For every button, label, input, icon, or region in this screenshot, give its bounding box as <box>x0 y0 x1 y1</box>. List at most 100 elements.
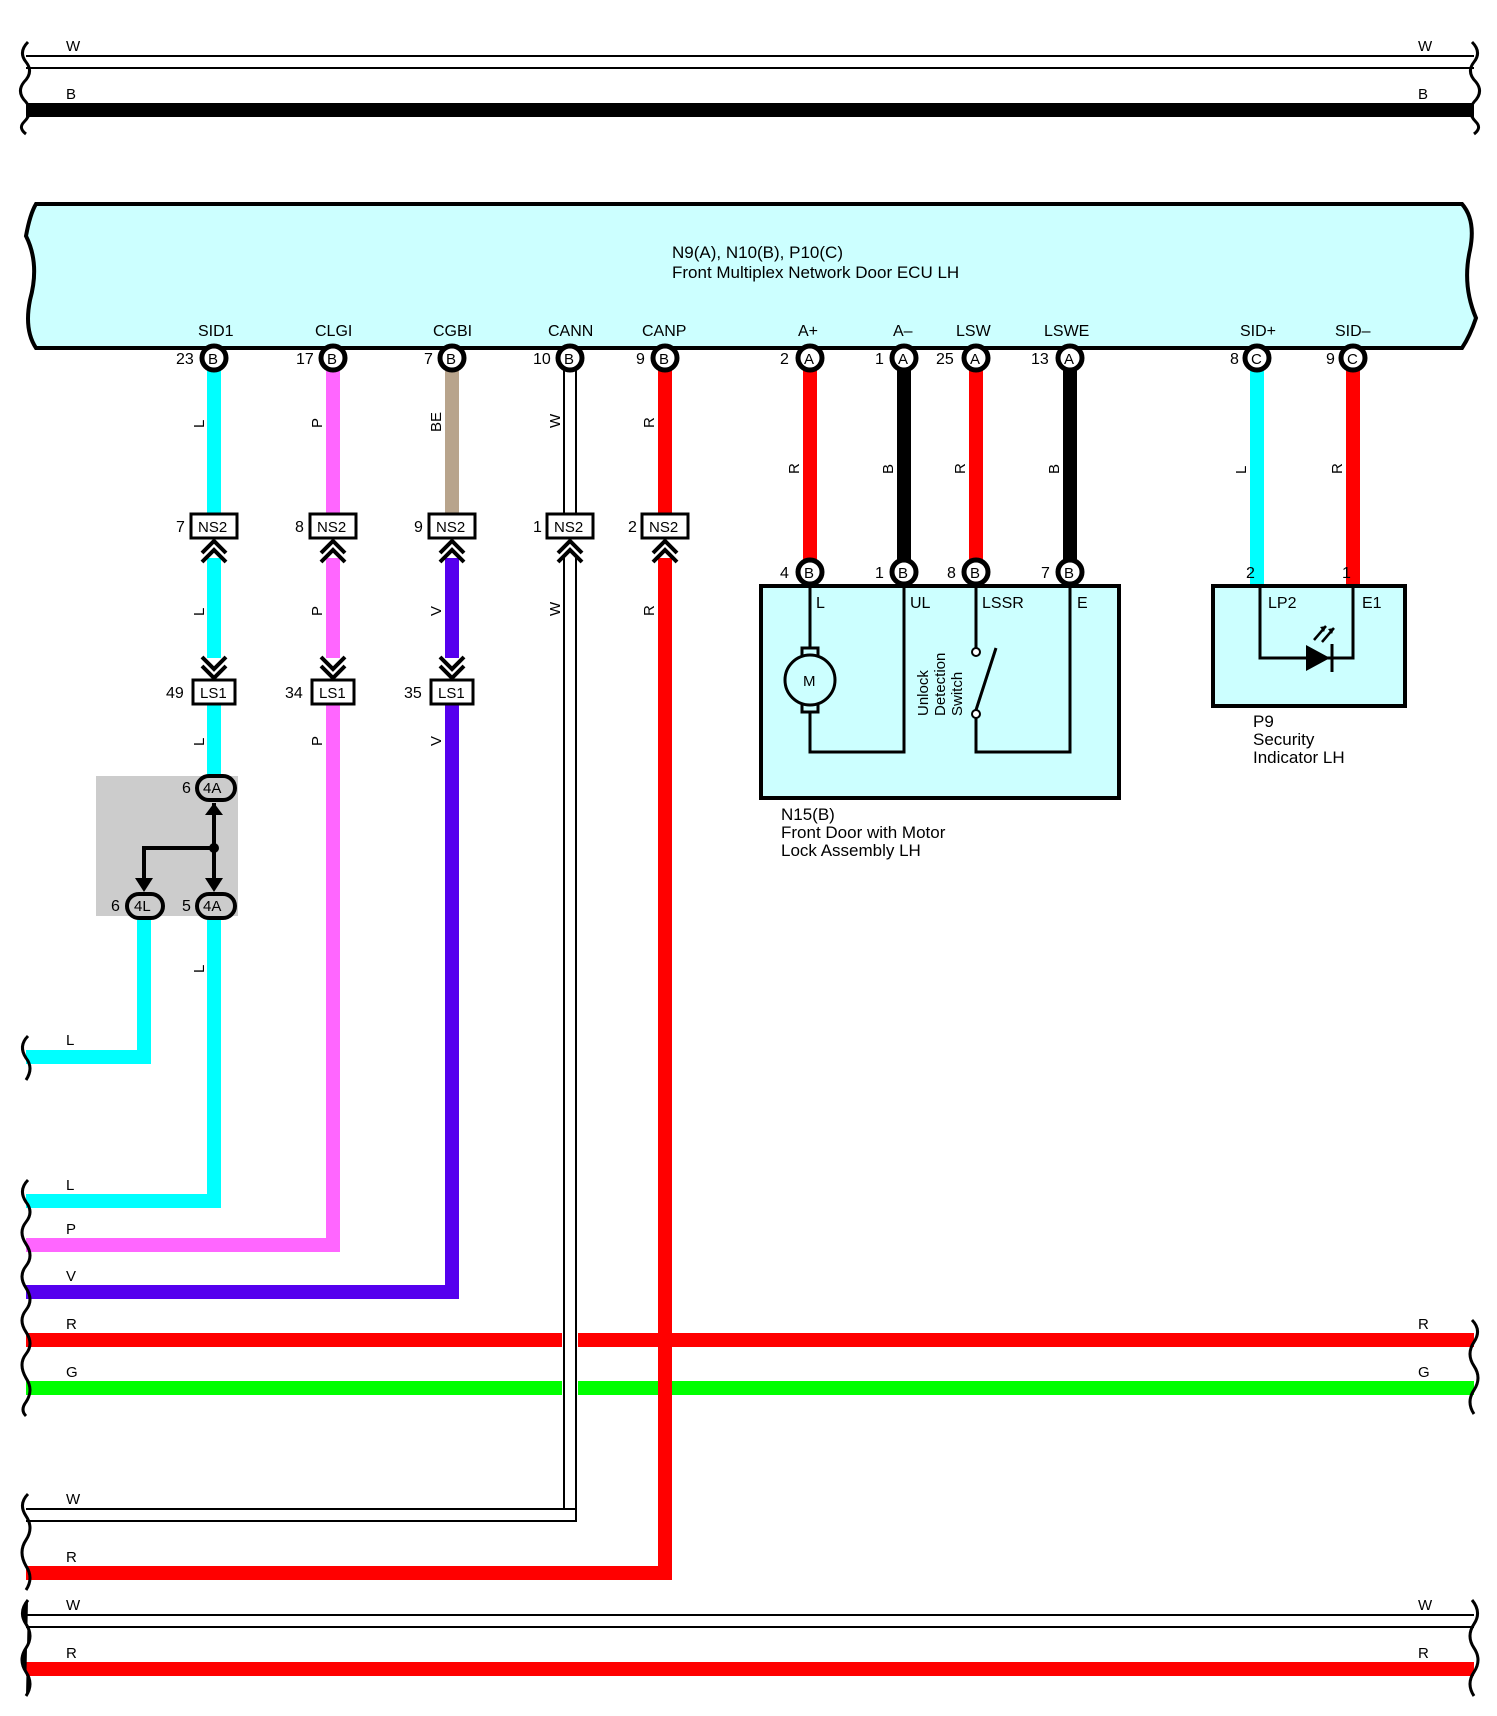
terminal-name: UL <box>910 595 931 612</box>
right-label-r: R <box>1418 1316 1429 1333</box>
ecu-box: N9(A), N10(B), P10(C) Front Multiplex Ne… <box>23 202 1479 350</box>
terminal-conn: B <box>970 565 980 582</box>
terminal-conn: B <box>208 351 218 368</box>
terminal-aminus: A– 1 A <box>875 323 919 373</box>
left-label-r2: R <box>66 1549 77 1566</box>
switch-label-2: Detection <box>932 653 949 716</box>
wire-label: R <box>1329 463 1346 474</box>
terminal-name: SID1 <box>198 323 234 340</box>
door-lock-name-2: Lock Assembly LH <box>781 841 921 860</box>
junction-left-pin: 6 <box>111 898 120 915</box>
door-lock-terminal-ul: B 1 UL <box>875 557 931 612</box>
terminal-clgi: CLGI 17 B <box>296 323 352 373</box>
door-lock-name-1: Front Door with Motor <box>781 823 946 842</box>
junction-top-connector: 4A 6 <box>182 774 237 802</box>
right-r-g-lines <box>578 1333 1474 1395</box>
security-indicator: 2 1 LP2 E1 P9 Security Indicator LH <box>1211 565 1407 767</box>
cann-wire <box>26 370 577 1522</box>
indicator-name-e1: E1 <box>1362 595 1382 612</box>
terminal-conn: B <box>1064 565 1074 582</box>
terminal-conn: A <box>970 351 980 368</box>
terminal-pin: 1 <box>875 351 884 368</box>
door-lock-code: N15(B) <box>781 805 835 824</box>
top-bus-b-left-label: B <box>66 86 76 103</box>
indicator-name-lp2: LP2 <box>1268 595 1297 612</box>
terminal-canp: CANP 9 B <box>636 323 686 373</box>
ls1-clgi: LS1 34 <box>285 678 356 706</box>
motor-icon: M <box>783 646 837 714</box>
switch-icon <box>971 647 998 719</box>
ns2-name: NS2 <box>554 519 583 536</box>
led-icon <box>1306 625 1335 672</box>
right-wire-labels: R G <box>1418 1316 1430 1381</box>
junction-left-name: 4L <box>134 898 151 915</box>
terminal-lsw: LSW 25 A <box>936 323 992 373</box>
wire-label: R <box>952 463 969 474</box>
left-break-marks <box>20 1034 32 1591</box>
top-bus-w-left-label: W <box>66 38 81 55</box>
sidminus-wire <box>1346 370 1360 584</box>
top-bus: W W B B <box>19 38 1481 136</box>
terminal-sidplus: SID+ 8 C <box>1230 323 1276 373</box>
sidplus-wire <box>1250 370 1264 584</box>
terminal-name: CANP <box>642 323 686 340</box>
terminal-pin: 23 <box>176 351 194 368</box>
right-break-marks <box>1468 1318 1480 1415</box>
wire-label: L <box>191 738 208 746</box>
left-label-v: V <box>66 1268 76 1285</box>
junction-top-name: 4A <box>203 780 221 797</box>
wire-label: B <box>880 464 897 474</box>
terminal-cgbi: CGBI 7 B <box>424 323 472 373</box>
terminal-conn: B <box>446 351 456 368</box>
ns2-clgi: NS2 8 <box>295 512 358 540</box>
terminal-conn: B <box>898 565 908 582</box>
ls1-name: LS1 <box>200 685 227 702</box>
ecu-connectors: N9(A), N10(B), P10(C) <box>672 243 843 262</box>
terminal-pin: 7 <box>424 351 433 368</box>
wire-label: L <box>191 608 208 616</box>
terminal-pin: 1 <box>875 565 884 582</box>
indicator-pin-e1: 1 <box>1342 565 1351 582</box>
clgi-wire <box>26 370 340 1252</box>
terminal-name: A– <box>893 323 913 340</box>
terminal-name: E <box>1077 595 1088 612</box>
junction-top-pin: 6 <box>182 780 191 797</box>
left-label-r: R <box>66 1316 77 1333</box>
ls1-pin: 49 <box>166 685 184 702</box>
lsw-wire <box>969 370 983 570</box>
ls1-name: LS1 <box>319 685 346 702</box>
switch-label-3: Switch <box>949 672 966 716</box>
ns2-cgbi: NS2 9 <box>414 512 477 540</box>
indicator-pin-lp2: 2 <box>1246 565 1255 582</box>
terminal-conn: B <box>804 565 814 582</box>
ns2-pin: 9 <box>414 519 423 536</box>
ecu-name: Front Multiplex Network Door ECU LH <box>672 263 959 282</box>
bottom-bus-w-right-label: W <box>1418 1597 1433 1614</box>
wire-label: L <box>1233 466 1250 474</box>
ns2-pin: 2 <box>628 519 637 536</box>
terminal-conn: B <box>327 351 337 368</box>
terminal-conn: A <box>898 351 908 368</box>
door-lock-terminal-l: B 4 L <box>780 557 825 612</box>
ns2-name: NS2 <box>436 519 465 536</box>
terminal-name: LSSR <box>982 595 1024 612</box>
terminal-pin: 9 <box>636 351 645 368</box>
wire-label: P <box>309 736 326 746</box>
ls1-name: LS1 <box>438 685 465 702</box>
indicator-code: P9 <box>1253 712 1274 731</box>
terminal-conn: A <box>804 351 814 368</box>
ls1-connectors: LS1 49 LS1 34 LS1 35 <box>166 655 475 706</box>
terminal-lswe: LSWE 13 A <box>1031 323 1089 373</box>
terminal-name: LSW <box>956 323 992 340</box>
ls1-pin: 35 <box>404 685 422 702</box>
terminal-name: CANN <box>548 323 593 340</box>
junction-right-connector: 4A 5 <box>182 892 237 920</box>
motor-label: M <box>803 673 816 690</box>
ns2-pin: 1 <box>533 519 542 536</box>
ns2-name: NS2 <box>198 519 227 536</box>
cgbi-wire <box>26 370 459 1299</box>
junction-l-out-wire <box>26 918 151 1064</box>
ns2-pin: 8 <box>295 519 304 536</box>
terminal-conn: A <box>1064 351 1074 368</box>
